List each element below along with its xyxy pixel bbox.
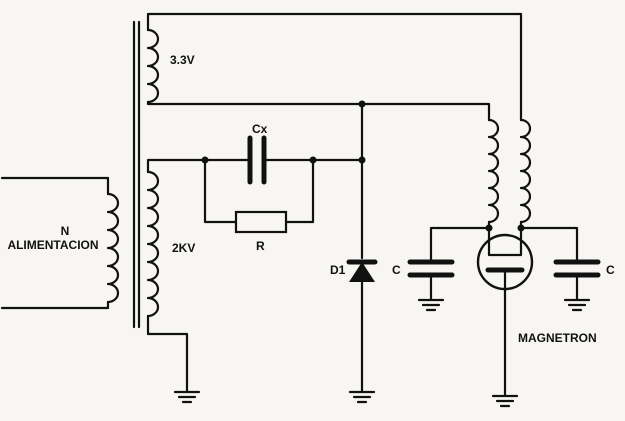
diode-d1 (346, 100, 378, 394)
magnetron-label: MAGNETRON (518, 331, 597, 345)
primary-winding (0, 176, 120, 310)
primary-n-label: N (61, 224, 70, 238)
junction-dot (358, 100, 366, 108)
junction-dot (201, 156, 209, 164)
primary-name-label: ALIMENTACION (7, 238, 98, 252)
hv-voltage-label: 2KV (172, 241, 195, 255)
capacitor-left-label: C (392, 263, 401, 277)
capacitor-right (519, 226, 601, 302)
magnetron-filament (487, 244, 523, 257)
capacitor-left (407, 226, 491, 302)
ground-icon (348, 390, 376, 404)
cap-left-top-wire (429, 226, 491, 264)
ground-icon (173, 390, 201, 404)
cx-r-network (201, 135, 364, 234)
primary-bottom-lead (0, 300, 110, 310)
high-voltage-winding (146, 158, 252, 394)
primary-coil (106, 192, 120, 304)
magnetron-tube (476, 233, 534, 398)
resistor-right-wire (284, 158, 315, 224)
capacitor-right-label: C (606, 263, 615, 277)
cx-label: Cx (252, 122, 268, 136)
junction-dot (358, 156, 366, 164)
choke-coil-right (519, 118, 532, 224)
hv-coil (146, 170, 160, 318)
filament-voltage-label: 3.3V (170, 53, 195, 67)
ground-icon (417, 298, 445, 312)
diode-label: D1 (330, 263, 346, 277)
filament-bottom-wire (146, 100, 491, 122)
resistor-left-wire (203, 158, 238, 224)
hv-top-wire (146, 158, 252, 174)
filament-winding (146, 12, 523, 122)
primary-top-lead (0, 176, 110, 196)
junction-dot (309, 156, 317, 164)
hv-bottom-wire (146, 314, 189, 394)
filament-top-wire (146, 12, 523, 122)
choke-coil-left (487, 118, 500, 224)
resistor-body (234, 210, 288, 234)
ground-icon (563, 298, 591, 312)
magnetron-chokes (485, 118, 532, 248)
resistor-label: R (256, 239, 265, 253)
ground-icon (491, 394, 519, 408)
filament-coil (146, 28, 160, 104)
cap-right-top-wire (519, 226, 579, 264)
diode-triangle (349, 262, 375, 282)
